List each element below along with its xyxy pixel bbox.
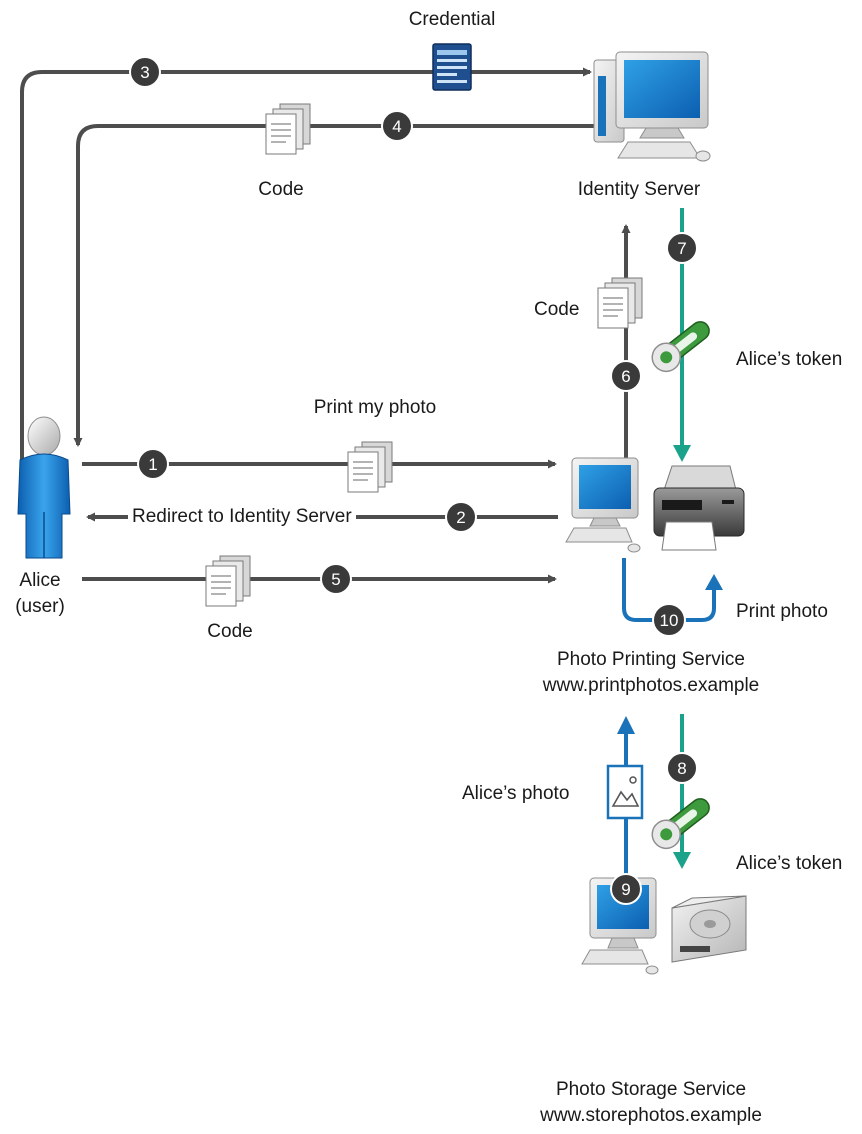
arrowhead-step-10 xyxy=(705,574,723,590)
step-number-2: 2 xyxy=(456,508,465,527)
step-number-8: 8 xyxy=(677,759,686,778)
photo-printing-computer-icon xyxy=(565,457,641,553)
identity-server-label: Identity Server xyxy=(577,179,701,200)
alices-token-label-top: Alice’s token xyxy=(736,349,843,370)
arrowhead-step-8 xyxy=(673,852,691,869)
code-document-icon xyxy=(205,555,251,607)
step-badge-2: 2 xyxy=(445,501,477,533)
step-number-7: 7 xyxy=(677,239,686,258)
step-badge-3: 3 xyxy=(129,56,161,88)
arrowhead-step-9 xyxy=(617,716,635,734)
alices-token-label-bottom: Alice’s token xyxy=(736,853,843,874)
code-document-icon xyxy=(265,103,311,155)
redirect-label: Redirect to Identity Server xyxy=(128,505,356,529)
photo-storage-url-label: www.storephotos.example xyxy=(540,1105,762,1126)
printer-icon xyxy=(653,465,745,551)
step-badge-7: 7 xyxy=(666,232,698,264)
photo-storage-service-label: Photo Storage Service xyxy=(555,1079,747,1100)
code-label-mid: Code xyxy=(534,299,580,320)
code-label-top: Code xyxy=(258,179,304,200)
step-number-10: 10 xyxy=(660,611,679,630)
code-label-bottom: Code xyxy=(207,621,253,642)
token-key-icon xyxy=(651,798,710,850)
step-number-1: 1 xyxy=(148,455,157,474)
print-photo-label: Print photo xyxy=(736,601,828,622)
hard-disk-icon xyxy=(671,895,747,963)
step-badge-10: 10 xyxy=(652,603,686,637)
step-number-5: 5 xyxy=(331,570,340,589)
step-number-3: 3 xyxy=(140,63,149,82)
alice-role-label: (user) xyxy=(15,596,65,617)
step-badge-6: 6 xyxy=(610,360,642,392)
step-badge-5: 5 xyxy=(320,563,352,595)
step-badge-8: 8 xyxy=(666,752,698,784)
print-my-photo-label: Print my photo xyxy=(313,397,437,418)
step-number-6: 6 xyxy=(621,367,630,386)
step-badge-1: 1 xyxy=(137,448,169,480)
arrow-step-3 xyxy=(20,67,592,464)
alices-photo-label: Alice’s photo xyxy=(462,783,570,804)
code-document-icon xyxy=(597,277,643,329)
token-key-icon xyxy=(651,321,710,373)
photo-printing-url-label: www.printphotos.example xyxy=(542,675,760,696)
step-badge-9: 9 xyxy=(610,873,642,905)
step-number-4: 4 xyxy=(392,117,401,136)
photo-document-icon xyxy=(606,764,644,820)
print-request-document-icon xyxy=(347,441,393,493)
arrowhead-step-7 xyxy=(673,445,691,462)
photo-printing-service-label: Photo Printing Service xyxy=(557,649,745,670)
arrow-step-4 xyxy=(73,124,614,447)
credential-card-icon xyxy=(432,43,472,91)
credential-label: Credential xyxy=(408,9,496,30)
step-badge-4: 4 xyxy=(381,110,413,142)
alice-name-label: Alice xyxy=(19,570,61,591)
step-number-9: 9 xyxy=(621,880,630,899)
alice-user-icon xyxy=(17,416,71,559)
identity-server-computer-icon xyxy=(593,51,711,162)
